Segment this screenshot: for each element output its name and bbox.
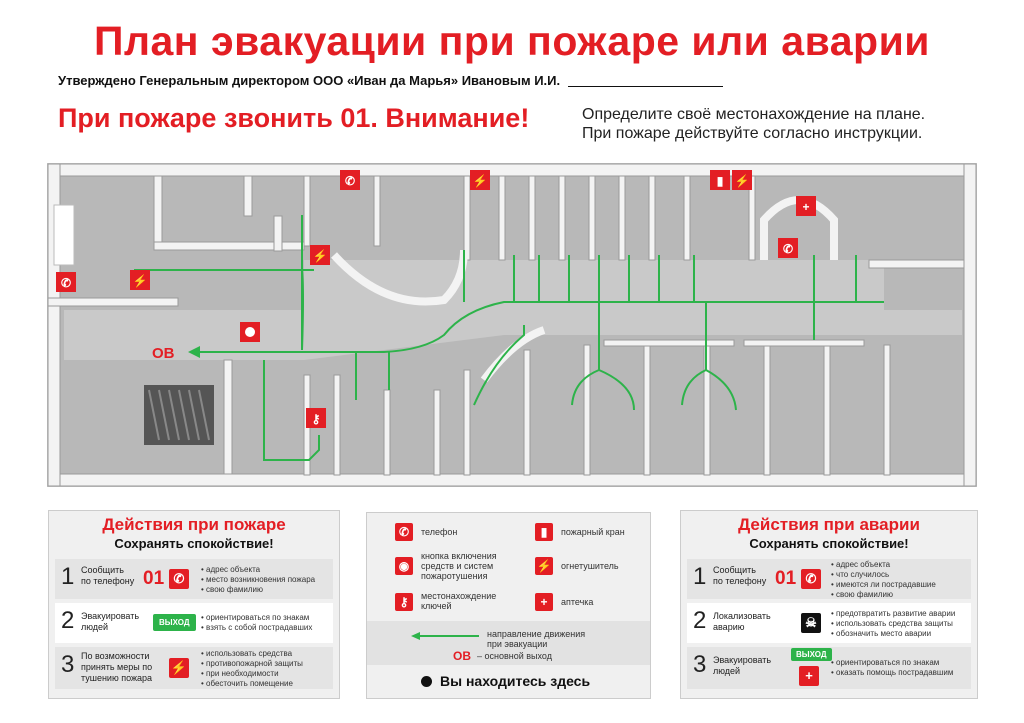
fire-actions-subtitle: Сохранять спокойствие! (114, 536, 274, 551)
emergency-number: 01 (143, 568, 165, 589)
evacuation-routes (134, 215, 884, 461)
phone-icon (340, 170, 360, 190)
svg-text:▮: ▮ (717, 174, 724, 188)
legend-label: огнетушитель (561, 561, 619, 571)
main-exit-code: ОВ (453, 649, 471, 663)
fire-hydrant-icon: ▮ (535, 523, 553, 541)
plan-icons: ✆ ⚡ ✆ ⚡ ⚡ ▮ ⚡ + ✆ ⚷ (56, 170, 816, 428)
key-icon: ⚷ (395, 593, 413, 611)
call-01-heading: При пожаре звонить 01. Внимание! (58, 103, 530, 133)
first-aid-icon (796, 196, 816, 216)
accident-actions-panel: Действия при аварии Сохранять спокойстви… (680, 510, 978, 699)
key-icon (306, 408, 326, 428)
floor-plan: ОВ ✆ ⚡ ✆ ⚡ ⚡ ▮ ⚡ + ✆ ⚷ (47, 163, 977, 487)
svg-text:✆: ✆ (61, 276, 71, 290)
accident-actions-subtitle: Сохранять спокойствие! (749, 536, 909, 551)
phone-icon: ✆ (395, 523, 413, 541)
you-are-here-label: Вы находитесь здесь (421, 673, 590, 689)
svg-text:+: + (802, 200, 809, 214)
approval-line: Утверждено Генеральным директором ООО «И… (58, 73, 724, 88)
legend-panel: ✆ телефон ▮ пожарный кран ◉ кнопка включ… (366, 512, 651, 699)
fire-actions-title: Действия при пожаре (102, 515, 286, 534)
extinguisher-icon (130, 270, 150, 290)
exit-sign-badge: ВЫХОД (791, 648, 832, 661)
svg-text:✆: ✆ (783, 242, 793, 256)
svg-text:⚡: ⚡ (735, 174, 750, 188)
corridor-floor (64, 260, 962, 360)
emergency-number: 01 (775, 568, 797, 589)
legend-label: пожарный кран (561, 527, 625, 537)
phone-icon (56, 272, 76, 292)
first-aid-icon: + (535, 593, 553, 611)
green-arrow-icon (411, 632, 479, 640)
exit-label: ОВ (152, 345, 175, 362)
fire-hydrant-icon (710, 170, 730, 190)
extinguisher-icon: ⚡ (535, 557, 553, 575)
instruction-text: Определите своё местонахождение на плане… (582, 106, 926, 142)
staircase (144, 385, 214, 445)
first-aid-icon: + (799, 666, 819, 686)
svg-text:⚡: ⚡ (313, 249, 328, 263)
main-exit-text: – основной выход (477, 651, 552, 661)
door-left (53, 204, 75, 266)
warning-hazard-icon: ☠ (801, 613, 821, 633)
legend-label: аптечка (561, 597, 594, 607)
svg-text:⚡: ⚡ (473, 174, 488, 188)
svg-text:✆: ✆ (345, 174, 355, 188)
svg-text:⚷: ⚷ (312, 412, 321, 426)
curved-wall (480, 326, 546, 383)
phone-icon (778, 238, 798, 258)
phone-icon: ✆ (169, 569, 189, 589)
round-room-wall (331, 249, 468, 306)
fire-actions-panel: Действия при пожаре Сохранять спокойстви… (48, 510, 340, 699)
extinguisher-icon: ⚡ (169, 658, 189, 678)
extinguisher-icon (732, 170, 752, 190)
svg-text:⚡: ⚡ (133, 274, 148, 288)
exit-sign-badge: ВЫХОД (153, 614, 196, 631)
alarm-button-icon: ◉ (395, 557, 413, 575)
extinguisher-icon (470, 170, 490, 190)
page-title: План эвакуации при пожаре или аварии (93, 18, 931, 64)
phone-icon: ✆ (801, 569, 821, 589)
extinguisher-icon (310, 245, 330, 265)
signature-line (568, 86, 724, 87)
accident-actions-title: Действия при аварии (738, 515, 920, 534)
legend-label: телефон (421, 527, 458, 537)
